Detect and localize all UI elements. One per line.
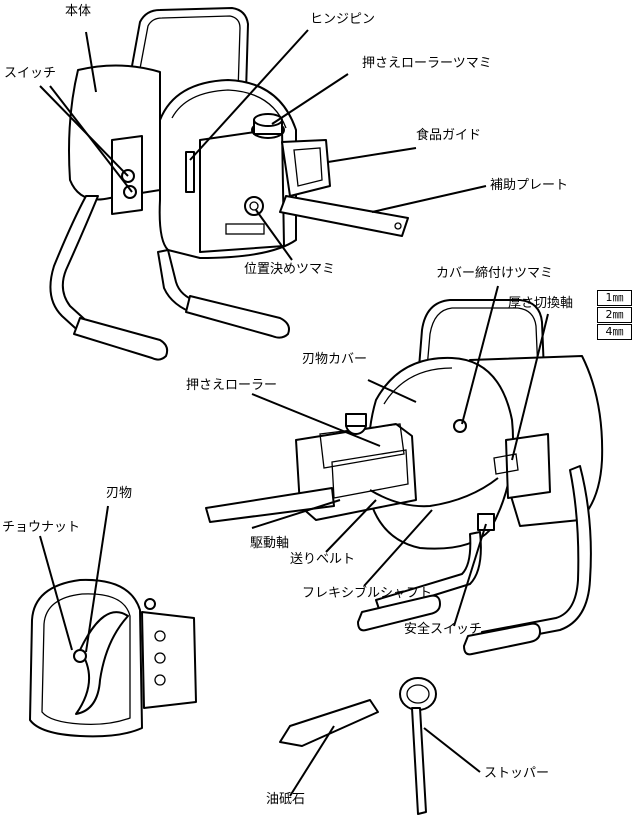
thickness-option-2mm: 2㎜ [597, 307, 632, 323]
label-position-knob: 位置決めツマミ [244, 262, 336, 277]
label-hinge-pin: ヒンジピン [310, 12, 376, 27]
label-blade-cover: 刃物カバー [302, 352, 368, 367]
label-press-roller-knob: 押さえローラーツマミ [362, 56, 492, 71]
label-wing-nut: チョウナット [2, 520, 81, 535]
whetstone-drawing [279, 699, 379, 747]
label-blade: 刃物 [106, 486, 133, 501]
label-body: 本体 [65, 4, 92, 19]
label-switch: スイッチ [4, 66, 57, 81]
label-feed-belt: 送りベルト [290, 552, 356, 567]
thickness-option-4mm: 4㎜ [597, 324, 632, 340]
machine-top-view [49, 7, 409, 361]
label-whetstone: 油砥石 [266, 792, 306, 807]
label-press-roller: 押さえローラー [186, 378, 278, 393]
label-stopper: ストッパー [484, 766, 550, 781]
label-safety-switch: 安全スイッチ [404, 622, 483, 637]
stopper-drawing [399, 677, 437, 815]
blade-detail [29, 578, 197, 738]
leader-lines [39, 29, 549, 797]
label-drive-shaft: 駆動軸 [250, 536, 290, 551]
label-thickness-shaft: 厚さ切換軸 [508, 296, 574, 311]
label-food-guide: 食品ガイド [416, 128, 482, 143]
label-aux-plate: 補助プレート [490, 178, 569, 193]
label-cover-knob: カバー締付けツマミ [436, 266, 554, 281]
thickness-option-1mm: 1㎜ [597, 290, 632, 306]
machine-bottom-view [205, 299, 604, 656]
label-flexible-shaft: フレキシブルシャフト [302, 586, 433, 601]
